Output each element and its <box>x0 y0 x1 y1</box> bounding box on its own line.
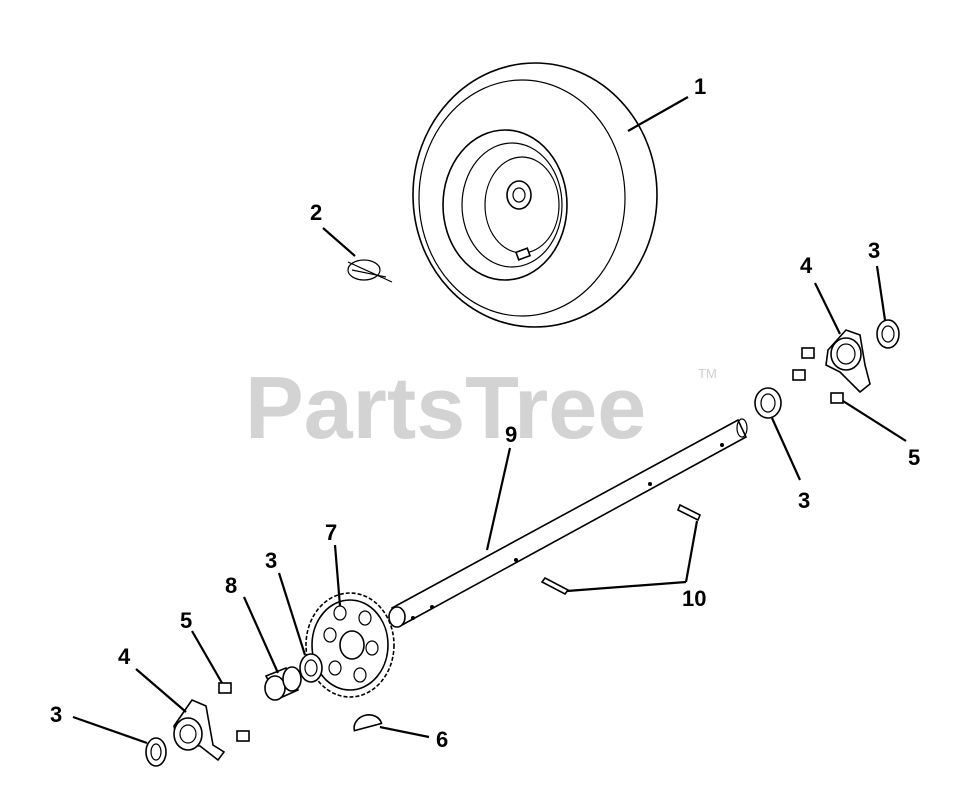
callout-3-bottom-left: 3 <box>50 702 62 727</box>
bolt-left-b <box>236 730 250 742</box>
callout-4-left: 4 <box>118 644 131 669</box>
bolt-right-b <box>792 369 806 381</box>
watermark-trademark: TM <box>698 366 717 381</box>
gear <box>305 592 395 698</box>
flange-bearing-left <box>173 699 226 762</box>
spacer-bushing <box>264 666 302 701</box>
flange-bearing-right <box>825 329 871 394</box>
callout-3-top-right: 3 <box>868 238 880 263</box>
axle-shaft <box>388 418 748 628</box>
callout-3-center: 3 <box>265 548 277 573</box>
leader-lines <box>72 96 907 745</box>
callout-5-left: 5 <box>180 608 192 633</box>
callout-5-right: 5 <box>908 445 920 470</box>
roll-pin-lower <box>540 576 570 596</box>
callout-8: 8 <box>225 573 237 598</box>
callout-10: 10 <box>682 586 706 611</box>
callout-6: 6 <box>436 727 448 752</box>
callout-9: 9 <box>505 422 517 447</box>
bolt-right-c <box>830 392 844 404</box>
woodruff-key <box>353 714 383 732</box>
callout-4-right: 4 <box>800 253 813 278</box>
callout-7: 7 <box>325 520 337 545</box>
callout-2: 2 <box>310 200 322 225</box>
hairpin-clip <box>347 259 393 283</box>
watermark: PartsTree <box>245 358 646 457</box>
roll-pin-upper <box>676 503 702 522</box>
washer-right-top <box>876 319 900 349</box>
washer-left <box>145 737 167 767</box>
bolt-left-a <box>218 682 232 694</box>
washer-center <box>299 653 323 683</box>
wheel-tire <box>412 62 658 328</box>
callout-1: 1 <box>694 74 706 99</box>
callout-3-right-washer: 3 <box>798 488 810 513</box>
washer-right-axle <box>754 387 782 419</box>
bolt-right-a <box>801 347 815 359</box>
